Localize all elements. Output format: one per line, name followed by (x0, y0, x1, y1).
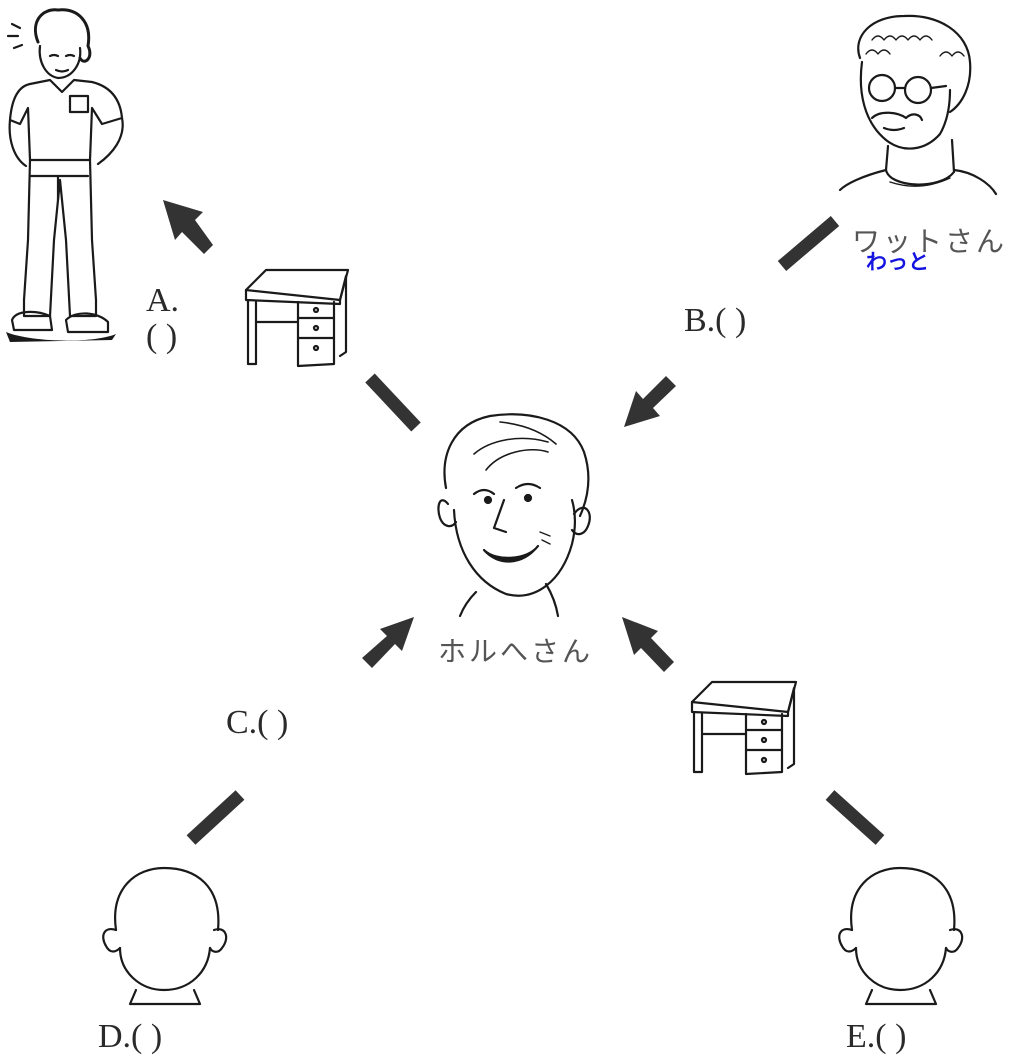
standing-man-figure (6, 8, 124, 334)
center-person-name: ホルへさん (438, 635, 594, 668)
watt-figure (838, 14, 998, 196)
standing-man-shadow (6, 332, 116, 342)
connector-bar-a (365, 373, 421, 432)
label-d[interactable]: D.( ) (98, 1018, 163, 1055)
label-b[interactable]: B.( ) (684, 302, 747, 339)
desk-top-left (244, 268, 350, 368)
label-e[interactable]: E.( ) (846, 1018, 907, 1055)
label-a-letter: A. (146, 282, 180, 319)
connector-bar-e (825, 790, 885, 845)
blank-head-e (838, 866, 964, 1006)
label-c[interactable]: C.( ) (226, 704, 289, 741)
watt-name: ワットさん (852, 225, 1008, 258)
center-man-figure (437, 413, 591, 618)
arrow-from-b (624, 376, 676, 427)
label-a-blank[interactable]: ( ) (146, 318, 178, 355)
arrow-to-a (163, 200, 213, 254)
connector-bar-b (777, 216, 840, 271)
arrow-from-e (622, 617, 674, 672)
arrow-from-c (362, 617, 414, 668)
watt-name-reading: わっと (866, 250, 929, 274)
connector-bar-d (186, 790, 245, 845)
blank-head-d (102, 866, 228, 1006)
desk-bottom-right (690, 680, 798, 776)
